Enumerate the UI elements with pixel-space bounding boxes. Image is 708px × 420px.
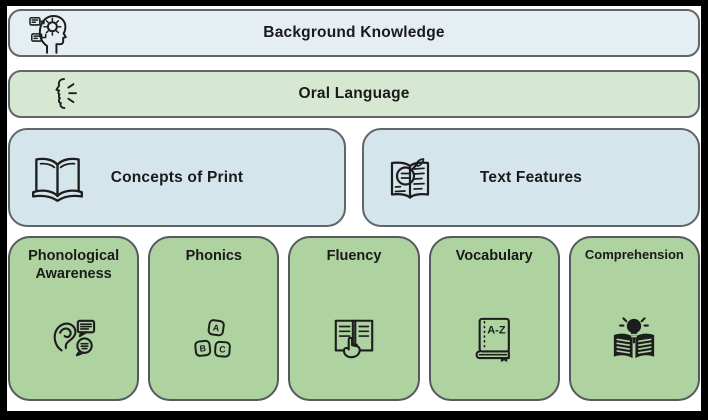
book-magnifier-icon — [384, 154, 436, 202]
pillar-comprehension: Comprehension — [568, 236, 701, 401]
pillars-row: Phonological Awareness Phonics — [8, 236, 701, 401]
book-lightbulb-icon — [609, 285, 659, 391]
book-hand-icon — [328, 285, 380, 391]
pillar-label: Vocabulary — [455, 248, 533, 264]
open-book-icon — [30, 153, 85, 202]
svg-text:B: B — [199, 343, 207, 354]
pillar-vocabulary: Vocabulary A-Z — [428, 236, 560, 401]
pillar-label: Phonological Awareness — [28, 248, 120, 283]
speaking-face-icon — [38, 76, 79, 112]
svg-text:A-Z: A-Z — [487, 325, 506, 337]
head-gear-icon — [28, 12, 75, 55]
ear-speech-icon — [49, 285, 99, 391]
background-knowledge-bar: Background Knowledge — [8, 9, 700, 57]
diagram-canvas: Background Knowledge Oral Language — [7, 6, 701, 411]
pillar-fluency: Fluency — [288, 236, 420, 401]
dictionary-az-icon: A-Z — [472, 285, 516, 391]
pillar-phonological-awareness: Phonological Awareness — [8, 236, 140, 401]
svg-text:C: C — [219, 344, 227, 354]
text-features-box: Text Features — [362, 128, 700, 227]
print-row: Concepts of Print Text Features — [8, 128, 700, 227]
pillar-label: Fluency — [326, 248, 382, 264]
background-knowledge-label: Background Knowledge — [263, 24, 445, 41]
concepts-of-print-box: Concepts of Print — [8, 128, 346, 227]
pillar-phonics: Phonics A B C — [148, 236, 280, 401]
pillar-label: Comprehension — [584, 247, 684, 262]
abc-blocks-icon: A B C — [190, 285, 237, 391]
svg-text:A: A — [213, 322, 221, 333]
concepts-of-print-label: Concepts of Print — [110, 168, 244, 186]
oral-language-label: Oral Language — [298, 85, 410, 102]
pillar-label: Phonics — [185, 248, 242, 264]
oral-language-bar: Oral Language — [8, 70, 700, 118]
text-features-label: Text Features — [479, 168, 583, 186]
